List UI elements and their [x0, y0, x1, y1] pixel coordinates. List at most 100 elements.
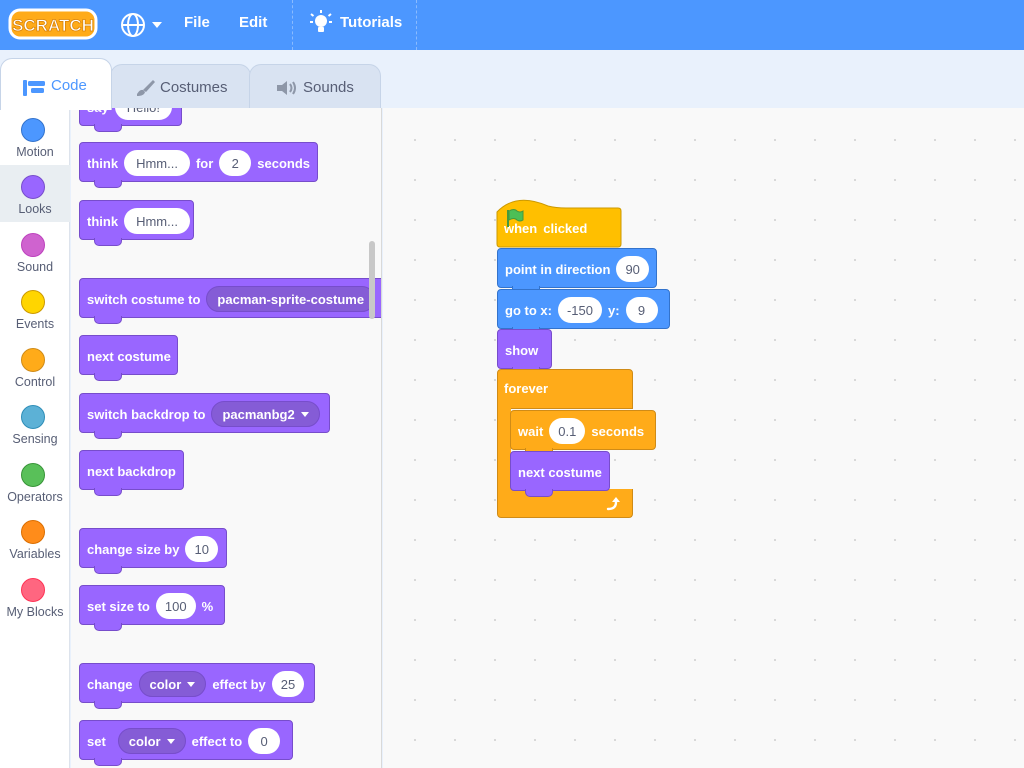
block-label: seconds — [257, 155, 311, 171]
forever-block-arm — [497, 408, 511, 490]
category-dot — [21, 520, 45, 544]
dropdown-value: pacmanbg2 — [222, 406, 295, 422]
category-dot — [21, 405, 45, 429]
chevron-down-icon — [187, 681, 196, 687]
block-label: set size to — [87, 598, 150, 614]
category-my-blocks[interactable]: My Blocks — [0, 568, 70, 625]
block-label: switch backdrop to — [87, 406, 206, 422]
globe-icon — [121, 13, 162, 37]
tab-costumes-label: Costumes — [160, 79, 228, 96]
switch-backdrop-block[interactable]: switch backdrop to pacmanbg2 — [79, 393, 330, 439]
category-sensing[interactable]: Sensing — [0, 395, 70, 452]
scratch-logo[interactable]: SCRATCH — [8, 7, 98, 41]
category-operators[interactable]: Operators — [0, 453, 70, 510]
next-costume-block[interactable]: next costume — [79, 335, 178, 381]
category-label: My Blocks — [6, 605, 64, 619]
logo-text: SCRATCH — [12, 16, 94, 35]
wait-seconds-block[interactable]: wait 0.1 seconds — [510, 410, 656, 456]
chevron-down-icon — [300, 411, 309, 417]
block-label: next backdrop — [87, 463, 176, 479]
category-control[interactable]: Control — [0, 338, 70, 395]
set-effect-block[interactable]: set color effect to 0 — [79, 720, 293, 766]
green-flag-icon — [507, 209, 524, 227]
menu-divider — [292, 0, 293, 50]
palette-scrollbar[interactable] — [369, 241, 375, 319]
tab-code[interactable]: Code — [0, 58, 112, 110]
block-label: y: — [607, 302, 620, 318]
category-dot — [21, 578, 45, 602]
go-to-xy-block[interactable]: go to x: -150 y: 9 — [497, 289, 670, 335]
category-label: Motion — [16, 145, 54, 159]
point-in-direction-block[interactable]: point in direction 90 — [497, 248, 657, 294]
effect-dropdown[interactable]: color — [138, 671, 207, 697]
category-label: Events — [15, 317, 55, 331]
effect-dropdown[interactable]: color — [117, 728, 186, 754]
size-change-input[interactable]: 10 — [185, 536, 218, 562]
forever-block[interactable]: forever — [497, 369, 633, 518]
category-sound[interactable]: Sound — [0, 223, 70, 280]
costume-dropdown[interactable]: pacman-sprite-costume — [206, 286, 376, 312]
category-events[interactable]: Events — [0, 280, 70, 337]
hat-shape — [496, 199, 622, 248]
think-block[interactable]: think Hmm... — [79, 200, 194, 246]
category-looks[interactable]: Looks — [0, 165, 70, 222]
say-block[interactable]: say Hello! — [79, 108, 182, 132]
x-input[interactable]: -150 — [557, 297, 602, 323]
effect-value-input[interactable]: 0 — [248, 728, 281, 754]
file-menu[interactable]: File — [184, 14, 210, 31]
tab-code-label: Code — [51, 77, 87, 94]
block-label: go to x: — [505, 302, 552, 318]
block-label: point in direction — [505, 261, 611, 277]
change-effect-block[interactable]: change color effect by 25 — [79, 663, 315, 709]
size-input[interactable]: 100 — [155, 593, 196, 619]
think-text-input[interactable]: Hmm... — [124, 208, 190, 234]
effect-change-input[interactable]: 25 — [271, 671, 305, 697]
direction-input[interactable]: 90 — [616, 256, 649, 282]
menu-bar: SCRATCH File Edit Tutorials — [0, 0, 1024, 50]
chevron-down-icon — [152, 22, 162, 28]
tab-sounds[interactable]: Sounds — [249, 64, 381, 108]
y-input[interactable]: 9 — [625, 297, 658, 323]
tutorials-label: Tutorials — [340, 14, 403, 31]
category-label: Operators — [7, 490, 63, 504]
category-label: Sound — [16, 260, 54, 274]
tab-costumes[interactable]: Costumes — [110, 64, 251, 108]
dropdown-value: color — [149, 676, 182, 692]
lightbulb-icon — [310, 10, 332, 32]
language-menu[interactable] — [118, 10, 168, 40]
switch-costume-block[interactable]: switch costume to pacman-sprite-costume — [79, 278, 381, 324]
forever-block-top — [497, 369, 633, 409]
think-text-input[interactable]: Hmm... — [124, 150, 190, 176]
block-label: switch costume to — [87, 291, 201, 307]
category-label: Control — [14, 375, 56, 389]
think-for-seconds-block[interactable]: think Hmm... for 2 seconds — [79, 142, 318, 188]
block-palette: say Hello! think Hmm... for 2 seconds th… — [71, 108, 382, 768]
block-label: change — [87, 676, 133, 692]
say-text-input[interactable]: Hello! — [114, 108, 172, 120]
when-flag-clicked-block[interactable]: when clicked — [496, 194, 622, 248]
block-label: next costume — [87, 348, 171, 364]
code-blocks-icon — [23, 80, 45, 96]
block-label: for — [195, 155, 214, 171]
change-size-block[interactable]: change size by 10 — [79, 528, 227, 574]
next-backdrop-block[interactable]: next backdrop — [79, 450, 184, 496]
wait-seconds-input[interactable]: 0.1 — [549, 418, 586, 444]
category-label: Variables — [9, 547, 61, 561]
menu-divider — [416, 0, 417, 50]
seconds-input[interactable]: 2 — [219, 150, 252, 176]
block-label: think — [87, 213, 119, 229]
block-label: clicked — [543, 220, 588, 236]
category-label: Looks — [18, 202, 52, 216]
backdrop-dropdown[interactable]: pacmanbg2 — [211, 401, 320, 427]
block-label: next costume — [518, 464, 602, 480]
block-label: effect to — [191, 733, 243, 749]
category-variables[interactable]: Variables — [0, 510, 70, 567]
block-label: effect by — [212, 676, 266, 692]
set-size-block[interactable]: set size to 100 % — [79, 585, 225, 631]
script-workspace[interactable] — [383, 108, 1024, 768]
edit-menu[interactable]: Edit — [239, 14, 268, 31]
category-motion[interactable]: Motion — [0, 108, 70, 165]
show-block[interactable]: show — [497, 329, 552, 375]
next-costume-block[interactable]: next costume — [510, 451, 610, 497]
dropdown-value: pacman-sprite-costume — [217, 291, 365, 307]
